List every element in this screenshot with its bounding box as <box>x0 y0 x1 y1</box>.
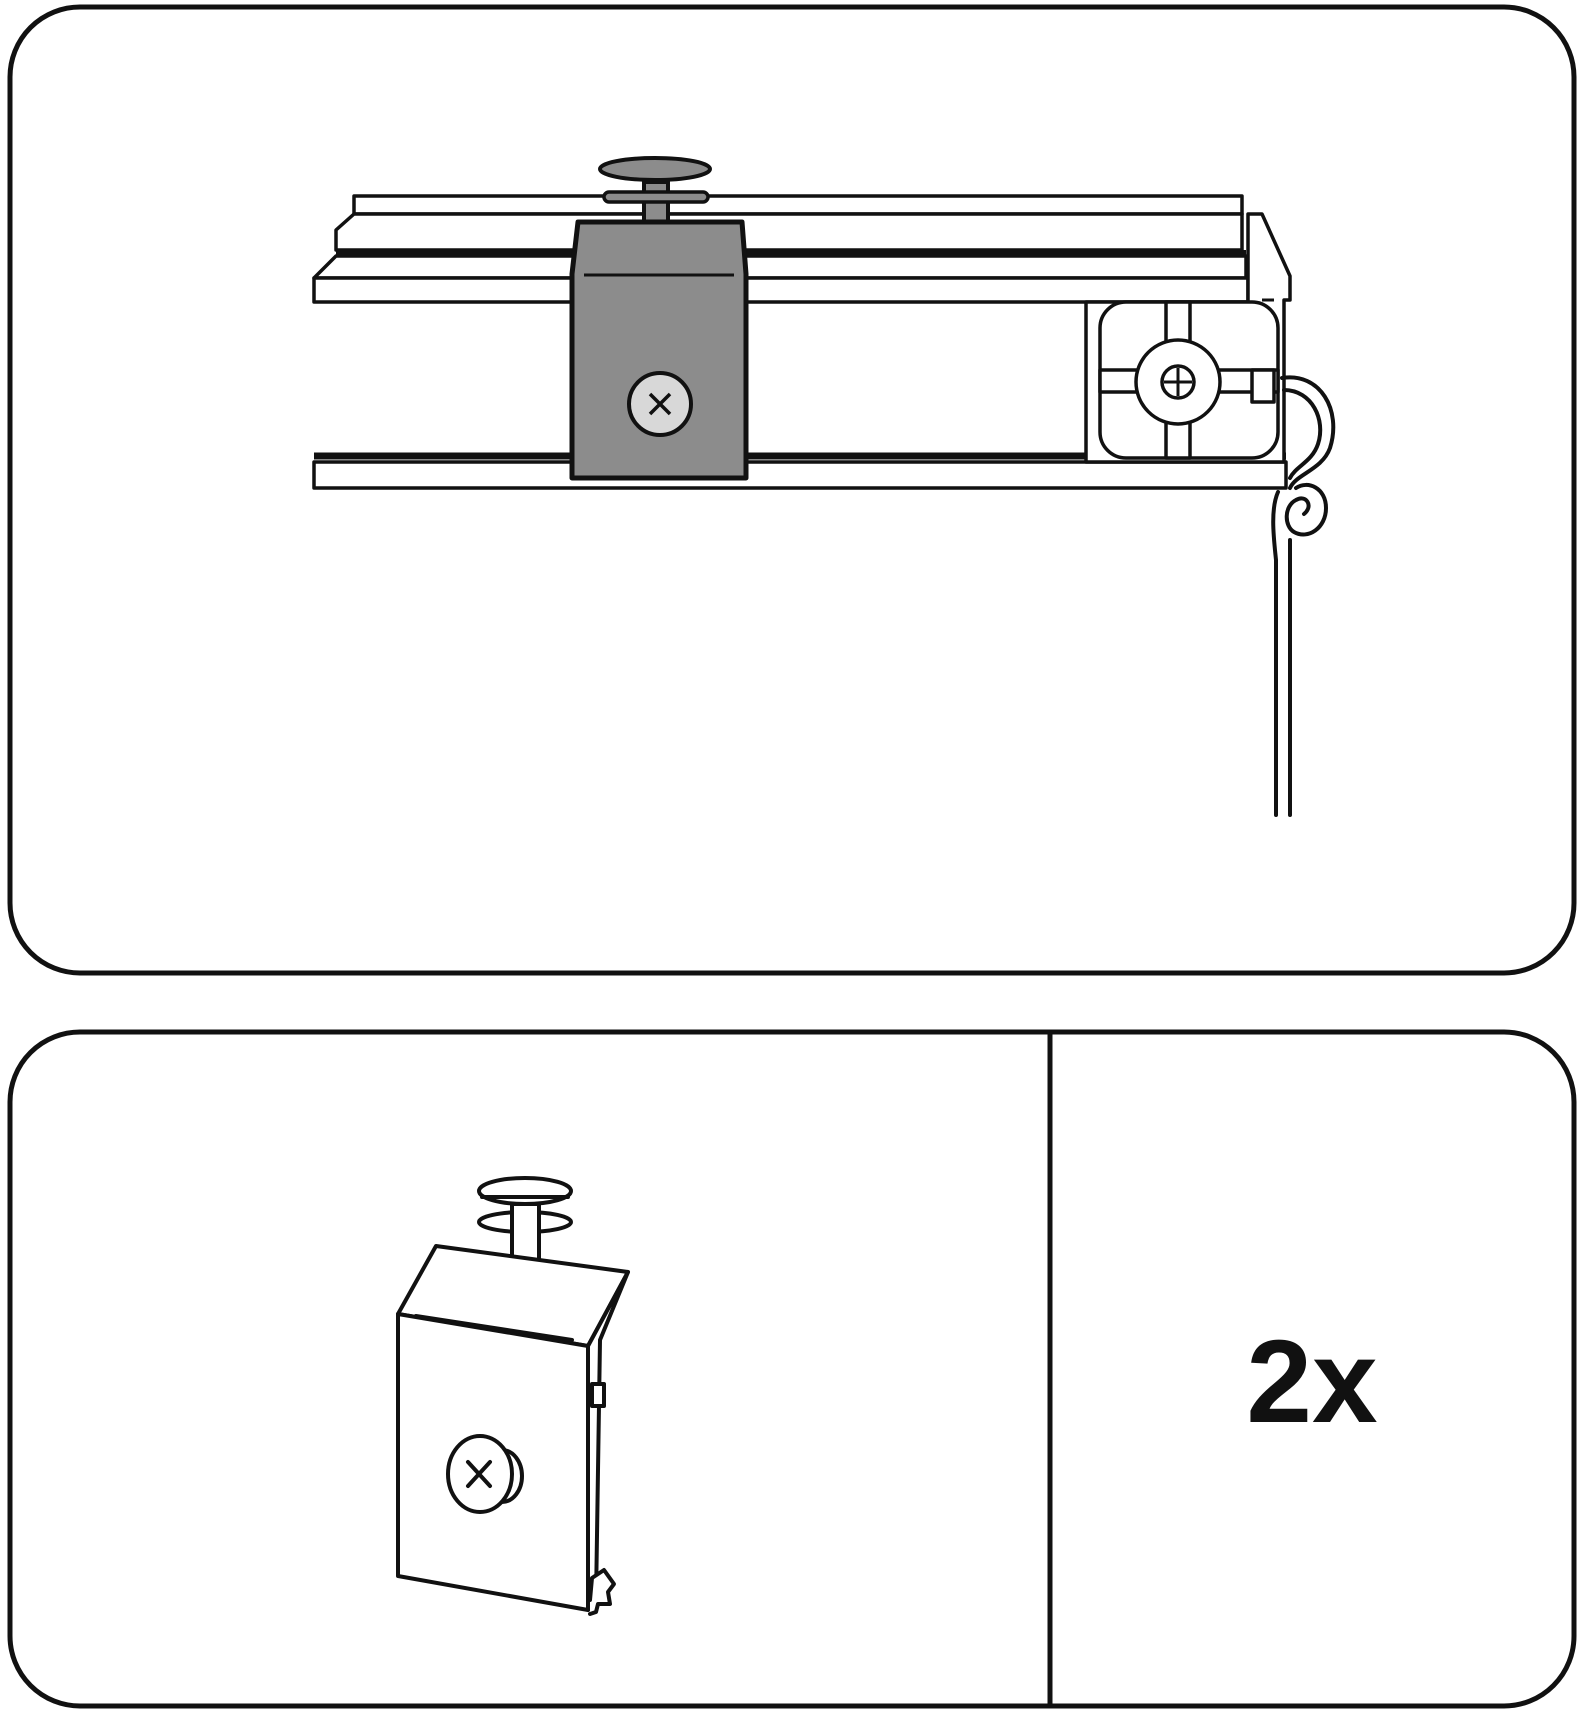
rail-top-bar <box>352 194 1244 216</box>
bracket-knob-top <box>598 156 712 182</box>
part-screw-cross-b <box>466 1460 492 1488</box>
bracket-part <box>396 1176 630 1616</box>
top-panel <box>7 4 1577 976</box>
bracket-screw-cross-b <box>648 392 672 416</box>
part-fold-line <box>414 1314 574 1342</box>
hook-eye <box>1284 482 1329 537</box>
cord-line-left <box>1271 490 1280 817</box>
part-side-clip <box>590 1382 606 1408</box>
hook-curve <box>1280 375 1336 490</box>
part-bottom-hook <box>588 1568 616 1616</box>
bracket-body <box>569 219 749 481</box>
rail-bracket <box>569 156 749 481</box>
end-cap-tab <box>1250 368 1276 404</box>
rail-lower-bar <box>312 460 1288 490</box>
rail-upper-profile <box>334 212 1244 252</box>
top-panel-frame <box>7 4 1577 976</box>
cord-hook <box>1271 375 1336 817</box>
hook-curve-inner <box>1282 388 1323 480</box>
part-side-face <box>586 1270 630 1612</box>
curtain-rail <box>312 194 1288 490</box>
bracket-knob-washer <box>602 190 710 204</box>
part-knob-stem <box>510 1202 541 1262</box>
bottom-panel: 2x <box>7 1029 1577 1709</box>
rail-upper-step <box>312 254 1248 280</box>
rail-end-cap <box>1084 212 1292 464</box>
rail-front-face <box>312 276 1250 304</box>
part-knob-cap <box>477 1176 573 1206</box>
quantity-label: 2x <box>1246 1316 1377 1448</box>
